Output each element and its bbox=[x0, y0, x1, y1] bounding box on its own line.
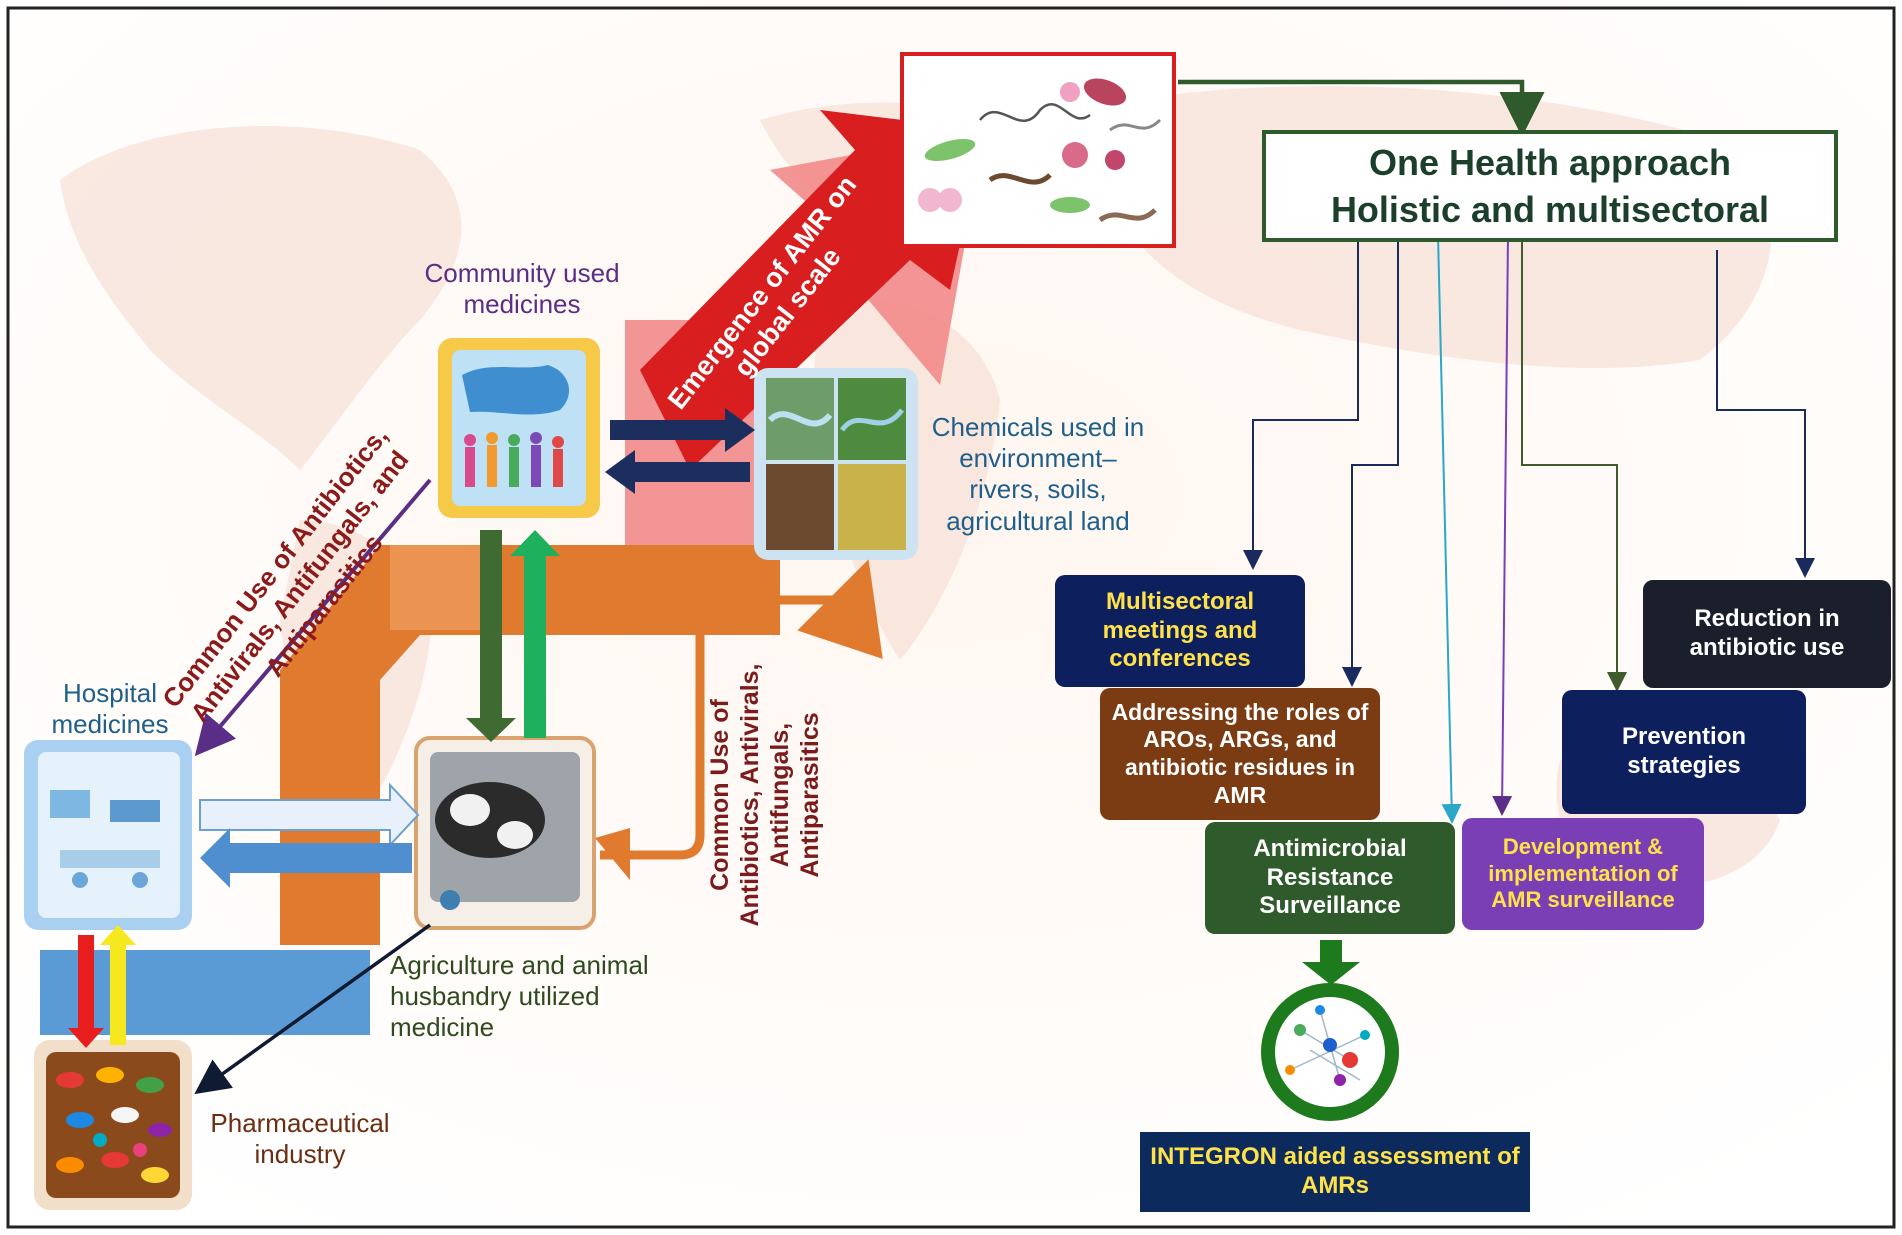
arrow-agriculture-to-pharma bbox=[194, 923, 432, 1095]
box-integron: INTEGRON aided assessment of AMRs bbox=[1140, 1132, 1530, 1212]
arrow-agriculture-to-community bbox=[510, 530, 560, 738]
one-health-title: One Health approach bbox=[1368, 142, 1732, 183]
outer-frame bbox=[6, 6, 1896, 1229]
orange-ribbon-upper bbox=[390, 545, 480, 630]
link-to-reduction bbox=[1716, 250, 1815, 578]
arrow-hospital-to-pharma bbox=[68, 935, 104, 1048]
arrow-community-to-environment bbox=[610, 408, 755, 452]
link-to-prevention bbox=[1521, 235, 1627, 692]
arrow-pharma-to-hospital bbox=[100, 925, 136, 1045]
microbes-image bbox=[900, 52, 1176, 248]
blue-ribbon bbox=[40, 950, 370, 1035]
arrow-surveillance-to-integron bbox=[1302, 940, 1360, 985]
link-to-development bbox=[1492, 234, 1513, 816]
link-to-multisectoral bbox=[1243, 235, 1359, 570]
integron-network-image bbox=[1261, 983, 1399, 1121]
label-common-use-right: Common Use of Antibiotics, Antivirals, A… bbox=[706, 663, 824, 927]
environment-image bbox=[754, 368, 918, 560]
one-health-subtitle: Holistic and multisectoral bbox=[1330, 188, 1770, 230]
box-addressing: Addressing the roles of AROs, ARGs, and … bbox=[1100, 688, 1380, 820]
pill-cluster bbox=[56, 1067, 172, 1183]
arrow-hospital-to-agriculture bbox=[199, 782, 420, 848]
orange-loop-head-agri bbox=[595, 828, 630, 880]
community-medicines-image bbox=[438, 338, 600, 518]
label-agriculture-medicine: Agriculture and animal husbandry utilize… bbox=[390, 950, 649, 1043]
box-multisectoral: Multisectoral meetings and conferences bbox=[1055, 575, 1305, 687]
box-reduction: Reduction in antibiotic use bbox=[1643, 580, 1891, 688]
arrow-community-to-agriculture bbox=[466, 530, 516, 742]
agriculture-image bbox=[414, 736, 596, 930]
label-chemicals-environment: Chemicals used in environment– rivers, s… bbox=[931, 412, 1145, 536]
arrow-community-to-hospital bbox=[194, 478, 432, 757]
label-hospital-medicines: Hospital medicines bbox=[51, 678, 169, 740]
box-surveillance: Antimicrobial Resistance Surveillance bbox=[1205, 822, 1455, 934]
label-community-medicines: Community used medicines bbox=[424, 258, 620, 320]
arrow-orange-common-use-loop bbox=[600, 559, 883, 860]
orange-ribbon bbox=[280, 545, 780, 945]
link-to-addressing bbox=[1342, 235, 1399, 687]
arrow-agriculture-to-hospital bbox=[200, 828, 412, 888]
label-pharmaceutical-industry: Pharmaceutical industry bbox=[210, 1108, 390, 1170]
box-development: Development & implementation of AMR surv… bbox=[1462, 818, 1704, 930]
arrow-microbes-to-onehealth bbox=[1178, 79, 1545, 137]
pharma-image bbox=[34, 1040, 192, 1210]
link-to-surveillance bbox=[1437, 234, 1462, 824]
arrow-environment-to-community bbox=[605, 450, 750, 494]
one-health-box: One Health approach Holistic and multise… bbox=[1262, 130, 1838, 242]
red-emergence-arrow-top bbox=[640, 110, 985, 470]
hospital-image bbox=[24, 740, 192, 930]
box-prevention: Prevention strategies bbox=[1562, 690, 1806, 814]
